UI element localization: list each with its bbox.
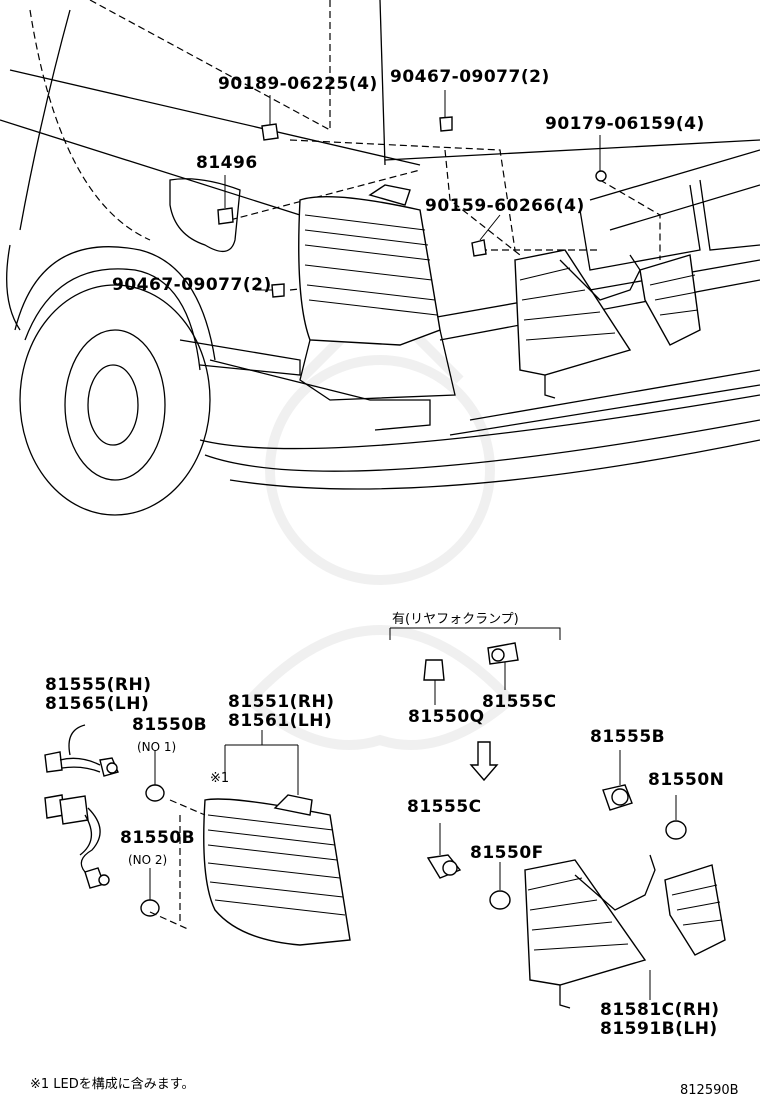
bulb-81550b-no1 [145,750,165,802]
bulb-81550q [423,659,445,705]
label-81550f: 81550F [470,843,544,863]
bulb-81550f [489,862,511,910]
screw-90159-icon [471,239,487,257]
screw-90179-icon [595,170,607,182]
labels: 90189-06225(4) 90467-09077(2) 90179-0615… [30,67,739,1098]
label-81550b-no2: 81550B [120,828,195,848]
bracket-rear-fog [389,627,561,640]
clip-90189-icon [261,123,279,141]
label-81550b-no1: 81550B [132,715,207,735]
label-rear-fog-note: 有(リヤフォクランプ) [392,612,519,627]
arrow-down-icon [469,741,499,782]
footnote: ※1 LEDを構成に含みます。 [30,1076,194,1092]
label-90189-06225: 90189-06225(4) [218,74,378,94]
tail-lamp-81551 [149,794,351,946]
label-81550n: 81550N [648,770,724,790]
label-81555b: 81555B [590,727,665,747]
diagram-id: 812590B [680,1083,739,1098]
socket-81555c-top [487,642,519,690]
label-90179-06159: 90179-06159(4) [545,114,705,134]
fasteners-top [217,116,607,298]
label-81496: 81496 [196,153,258,173]
bulb-81550n [665,795,687,840]
label-mark1: ※1 [210,771,229,786]
rear-fog-lamp-installed [514,249,701,399]
label-81550q: 81550Q [408,707,485,727]
clip-90467-icon [439,116,453,132]
label-81555c: 81555C [407,797,482,817]
leader-lines-top [224,90,601,291]
clip-90467-left-icon [271,283,285,298]
socket-wire-81555 [44,724,119,889]
label-90467-09077-left: 90467-09077(2) [112,275,272,295]
label-81561-lh: 81561(LH) [228,711,332,731]
socket-81555c [426,823,462,879]
label-81581c-rh: 81581C(RH) [600,1000,719,1020]
vehicle-body [0,0,760,516]
clip-81496-icon [217,207,234,225]
rear-fog-lamp-81581c [524,854,726,1009]
label-81551-rh: 81551(RH) [228,692,335,712]
label-no1: (NO 1) [137,740,176,754]
watermark-emblem [242,292,518,750]
socket-81555b [602,750,633,811]
label-81591b-lh: 81591B(LH) [600,1019,718,1039]
label-81565-lh: 81565(LH) [45,694,149,714]
bulb-81550b-no2 [140,868,160,917]
label-no2: (NO 2) [128,853,167,867]
bracket-81551 [224,730,299,795]
label-81555c-top: 81555C [482,692,557,712]
label-81555-rh: 81555(RH) [45,675,152,695]
label-90467-09077-top: 90467-09077(2) [390,67,550,87]
label-90159-60266: 90159-60266(4) [425,196,585,216]
tail-lamp-installed [298,184,456,401]
